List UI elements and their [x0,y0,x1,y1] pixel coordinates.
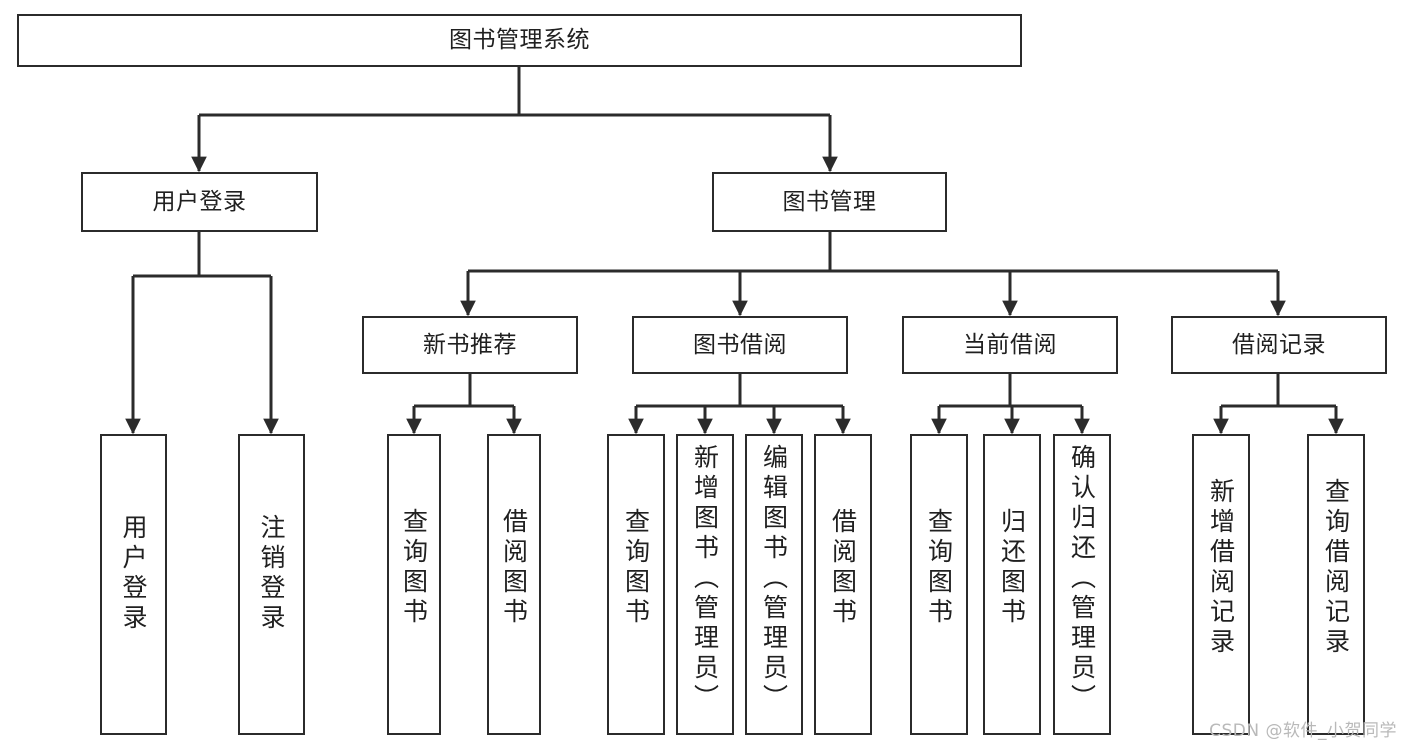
node-leaf-logout[interactable]: 注销登录 [238,434,305,735]
node-borrow-record-label: 借阅记录 [1232,331,1326,358]
node-leaf-query-book-cur-label: 查询图书 [924,508,954,628]
node-leaf-query-book-borrow-label: 查询图书 [621,508,651,628]
node-leaf-logout-label: 注销登录 [257,514,286,634]
node-leaf-query-book-rec-label: 查询图书 [399,508,429,628]
node-leaf-edit-book-admin-label: 编辑图书（管理员） [759,444,789,714]
node-leaf-return-book-label: 归还图书 [997,508,1027,628]
node-new-book-rec[interactable]: 新书推荐 [362,316,578,374]
node-leaf-add-book-admin-label: 新增图书（管理员） [690,444,720,714]
node-leaf-add-borrow-record-label: 新增借阅记录 [1206,478,1236,658]
node-leaf-return-book[interactable]: 归还图书 [983,434,1041,735]
node-leaf-borrow-book-rec-label: 借阅图书 [499,508,529,628]
csdn-watermark: CSDN @软件_小贺同学 [1209,721,1397,741]
node-book-manage-label: 图书管理 [782,188,877,215]
node-root[interactable]: 图书管理系统 [17,14,1022,67]
node-leaf-query-book-rec[interactable]: 查询图书 [387,434,441,735]
node-book-borrow-label: 图书借阅 [693,331,787,358]
node-book-borrow[interactable]: 图书借阅 [632,316,848,374]
node-leaf-borrow-book-label: 借阅图书 [828,508,858,628]
node-current-borrow-label: 当前借阅 [963,331,1057,358]
node-leaf-user-login-label: 用户登录 [119,514,148,634]
node-leaf-query-borrow-record-label: 查询借阅记录 [1321,478,1351,658]
node-book-manage[interactable]: 图书管理 [712,172,947,232]
node-leaf-add-borrow-record[interactable]: 新增借阅记录 [1192,434,1250,735]
node-borrow-record[interactable]: 借阅记录 [1171,316,1387,374]
node-user-login[interactable]: 用户登录 [81,172,318,232]
node-leaf-confirm-return-admin[interactable]: 确认归还（管理员） [1053,434,1111,735]
node-user-login-label: 用户登录 [152,188,247,215]
node-root-label: 图书管理系统 [449,27,590,54]
node-leaf-query-book-cur[interactable]: 查询图书 [910,434,968,735]
node-leaf-user-login[interactable]: 用户登录 [100,434,167,735]
node-leaf-query-book-borrow[interactable]: 查询图书 [607,434,665,735]
node-leaf-borrow-book-rec[interactable]: 借阅图书 [487,434,541,735]
node-new-book-rec-label: 新书推荐 [423,331,517,358]
node-leaf-add-book-admin[interactable]: 新增图书（管理员） [676,434,734,735]
node-leaf-query-borrow-record[interactable]: 查询借阅记录 [1307,434,1365,735]
node-current-borrow[interactable]: 当前借阅 [902,316,1118,374]
node-leaf-confirm-return-admin-label: 确认归还（管理员） [1067,444,1097,714]
node-leaf-edit-book-admin[interactable]: 编辑图书（管理员） [745,434,803,735]
node-leaf-borrow-book[interactable]: 借阅图书 [814,434,872,735]
